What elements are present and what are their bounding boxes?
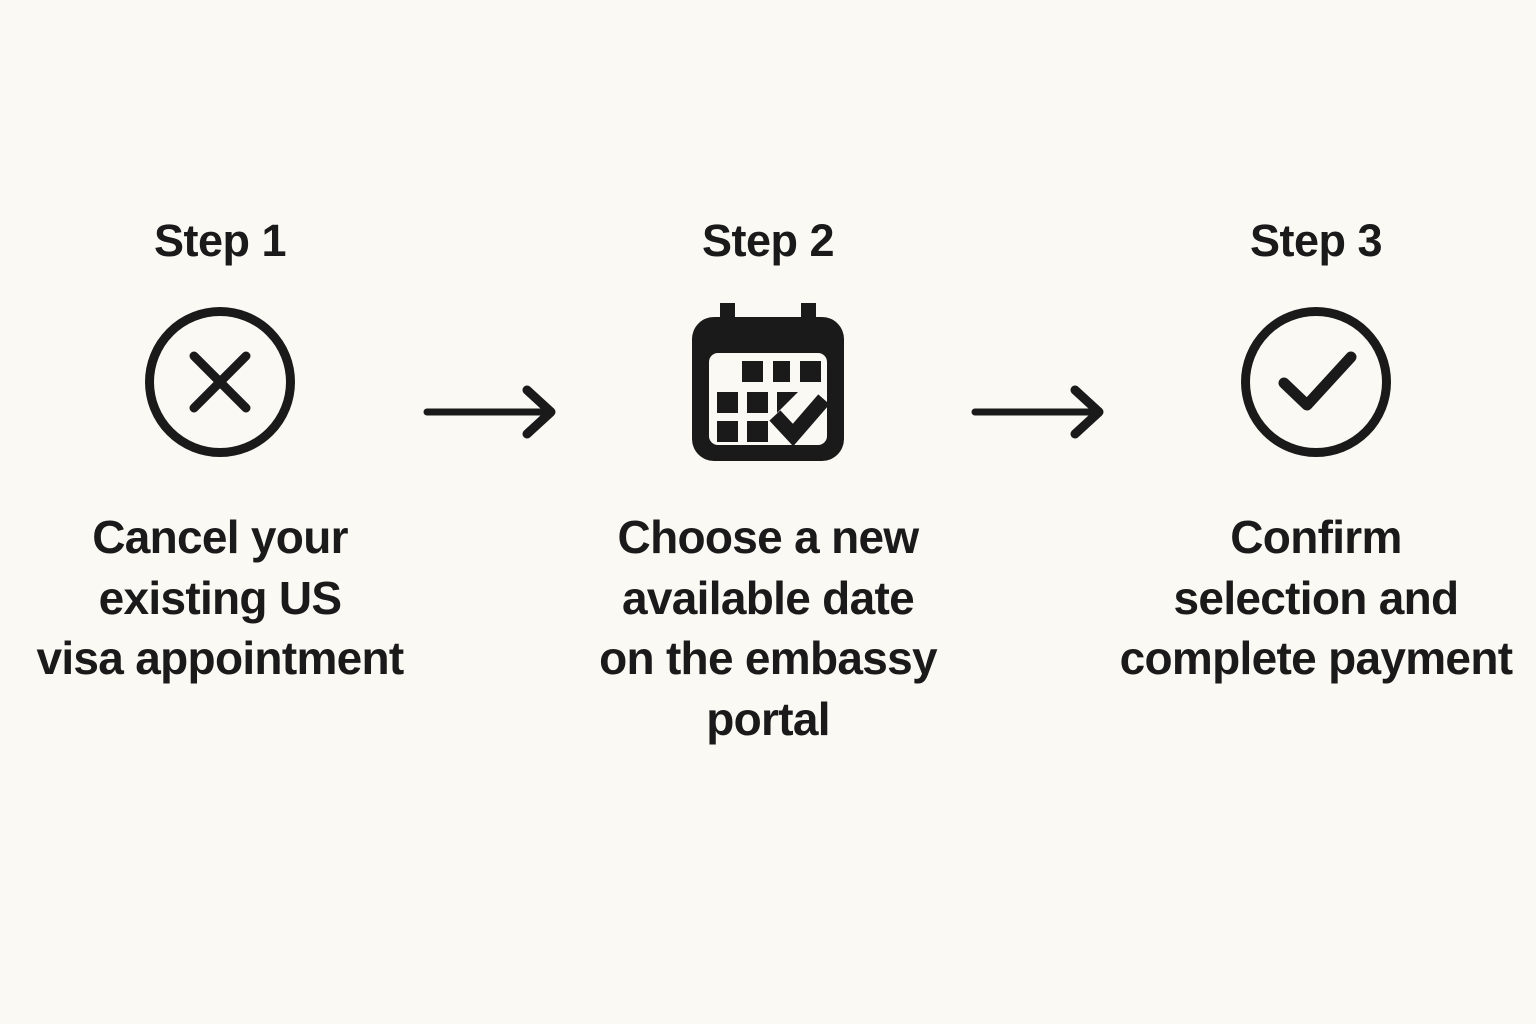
connector-1 (423, 0, 558, 442)
arrow-right-icon (423, 384, 565, 440)
step-1-icon-slot (144, 299, 296, 465)
step-1-label: Step 1 (153, 215, 287, 266)
connector-2 (971, 0, 1106, 442)
step-2-label: Step 2 (701, 215, 835, 266)
step-1: Step 1 Cancel your existing US visa appo… (10, 0, 430, 689)
step-3-label: Step 3 (1249, 215, 1383, 266)
circle-x-icon (144, 306, 296, 458)
connector-2-slot (971, 382, 1113, 442)
calendar-check-icon (685, 299, 851, 465)
step-3-caption: Confirm selection and complete payment (1119, 511, 1513, 685)
connector-1-slot (423, 382, 565, 442)
step-1-caption: Cancel your existing US visa appointment (36, 511, 404, 685)
step-3-icon-slot (1240, 299, 1392, 465)
step-2-caption: Choose a new available date on the embas… (599, 511, 938, 746)
step-3: Step 3 Confirm selection and complete pa… (1106, 0, 1526, 689)
arrow-right-icon (971, 384, 1113, 440)
step-2-icon-slot (685, 299, 851, 465)
circle-check-icon (1240, 306, 1392, 458)
step-2: Step 2 (558, 0, 978, 750)
